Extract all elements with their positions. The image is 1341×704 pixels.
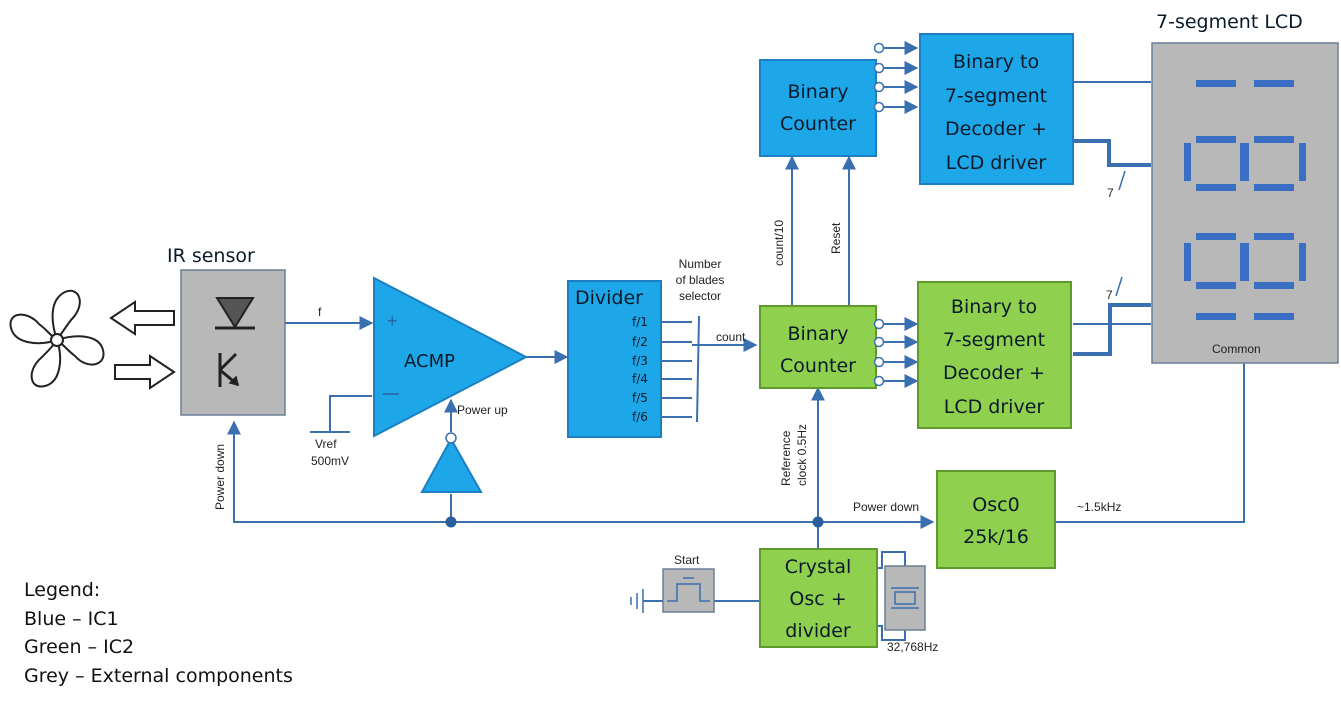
power-up-buffer (420, 436, 483, 493)
power-up-inverter-bubble (445, 432, 457, 444)
legend-grey: Grey – External components (24, 664, 293, 687)
ir-sensor-block (180, 269, 286, 416)
svg-text:of blades: of blades (676, 273, 725, 287)
svg-text:Crystal: Crystal (785, 556, 852, 578)
decoder-bottom-label: Binary to 7-segment Decoder + LCD driver (943, 296, 1045, 418)
ref-clock-label-1: Reference (779, 430, 793, 486)
lcd-title: 7-segment LCD (1156, 11, 1303, 33)
blades-selector-label: Number of blades selector (676, 257, 725, 303)
svg-text:LCD driver: LCD driver (946, 152, 1047, 174)
svg-text:Binary to: Binary to (953, 51, 1039, 73)
ir-receive-arrow-icon (114, 354, 176, 390)
acmp-label: ACMP (404, 351, 455, 372)
svg-text:Osc0: Osc0 (972, 494, 1019, 516)
svg-text:Binary: Binary (787, 81, 848, 103)
decoder-top-block (919, 33, 1074, 185)
divider-outputs: f/1 f/2 f/3 f/4 f/5 f/6 (632, 315, 648, 424)
decoder-top-label: Binary to 7-segment Decoder + LCD driver (945, 51, 1047, 174)
svg-text:divider: divider (785, 620, 851, 642)
count-label: count (716, 330, 746, 344)
binary-counter-bottom-block (759, 305, 877, 389)
ir-sensor-title: IR sensor (167, 245, 255, 267)
acmp-plus-sign: + (387, 311, 398, 331)
svg-text:Counter: Counter (780, 355, 856, 377)
svg-text:7-segment: 7-segment (945, 85, 1047, 107)
ground-icon (630, 589, 644, 613)
lcd-block (1151, 42, 1339, 364)
bus-width-bottom-label: 7 (1106, 288, 1113, 302)
crystal-component (884, 565, 926, 631)
divider-output: f/4 (632, 372, 648, 386)
crystal-osc-block (759, 548, 878, 648)
start-label: Start (674, 553, 700, 567)
svg-text:selector: selector (679, 289, 721, 303)
osc0-block (936, 470, 1056, 569)
count10-label: count/10 (772, 220, 786, 266)
decoder-bottom-block (917, 281, 1072, 429)
svg-text:Binary: Binary (787, 323, 848, 345)
svg-text:7-segment: 7-segment (943, 329, 1045, 351)
divider-output: f/2 (632, 335, 648, 349)
divider-output: f/3 (632, 354, 648, 368)
ir-emit-arrow-icon (109, 300, 175, 336)
counter-bottom-output-bubbles (873, 318, 885, 387)
acmp-block (373, 276, 529, 438)
osc0-label: Osc0 25k/16 (963, 494, 1029, 548)
divider-block (567, 280, 662, 438)
binary-counter-top-label: Binary Counter (780, 81, 856, 135)
legend-green: Green – IC2 (24, 636, 135, 658)
phototransistor-icon (218, 352, 240, 387)
svg-text:LCD driver: LCD driver (944, 396, 1045, 418)
crystal-frequency-label: 32,768Hz (887, 640, 938, 654)
divider-output: f/6 (632, 410, 648, 424)
lcd-common-label: Common (1212, 342, 1261, 356)
crystal-osc-label: Crystal Osc + divider (785, 556, 852, 642)
ir-diode-icon (215, 297, 255, 330)
power-up-label: Power up (457, 403, 508, 417)
ref-clock-label-2: clock 0.5Hz (795, 424, 809, 486)
bus-width-top-label: 7 (1107, 186, 1114, 200)
lcd-segment-display (1184, 80, 1306, 320)
push-switch-icon (667, 577, 710, 602)
crystal-icon (891, 587, 919, 609)
power-down-osc-label: Power down (853, 500, 919, 514)
legend-title: Legend: (24, 579, 101, 601)
svg-text:Decoder +: Decoder + (943, 362, 1045, 384)
legend-blue: Blue – IC1 (24, 607, 119, 630)
svg-text:25k/16: 25k/16 (963, 526, 1029, 548)
svg-text:Osc +: Osc + (789, 588, 846, 610)
counter-top-output-bubbles (873, 42, 885, 113)
divider-title: Divider (575, 287, 643, 309)
svg-text:Decoder +: Decoder + (945, 118, 1047, 140)
fan-icon (9, 289, 105, 388)
signal-f-label: f (318, 305, 322, 319)
reset-label: Reset (829, 222, 843, 254)
osc-frequency-label: ~1.5kHz (1077, 500, 1121, 514)
svg-text:Number: Number (679, 257, 722, 271)
divider-output: f/5 (632, 391, 648, 405)
svg-text:Binary to: Binary to (951, 296, 1037, 318)
vref-label: Vref (315, 437, 337, 451)
divider-output: f/1 (632, 315, 648, 329)
start-switch-component[interactable] (662, 568, 715, 613)
legend: Legend: Blue – IC1 Green – IC2 Grey – Ex… (24, 576, 293, 690)
binary-counter-top-block (759, 59, 877, 157)
svg-text:Counter: Counter (780, 113, 856, 135)
vref-value: 500mV (311, 454, 349, 468)
bus-junctions (445, 516, 824, 528)
binary-counter-bottom-label: Binary Counter (780, 323, 856, 377)
power-down-left-label: Power down (213, 444, 227, 510)
